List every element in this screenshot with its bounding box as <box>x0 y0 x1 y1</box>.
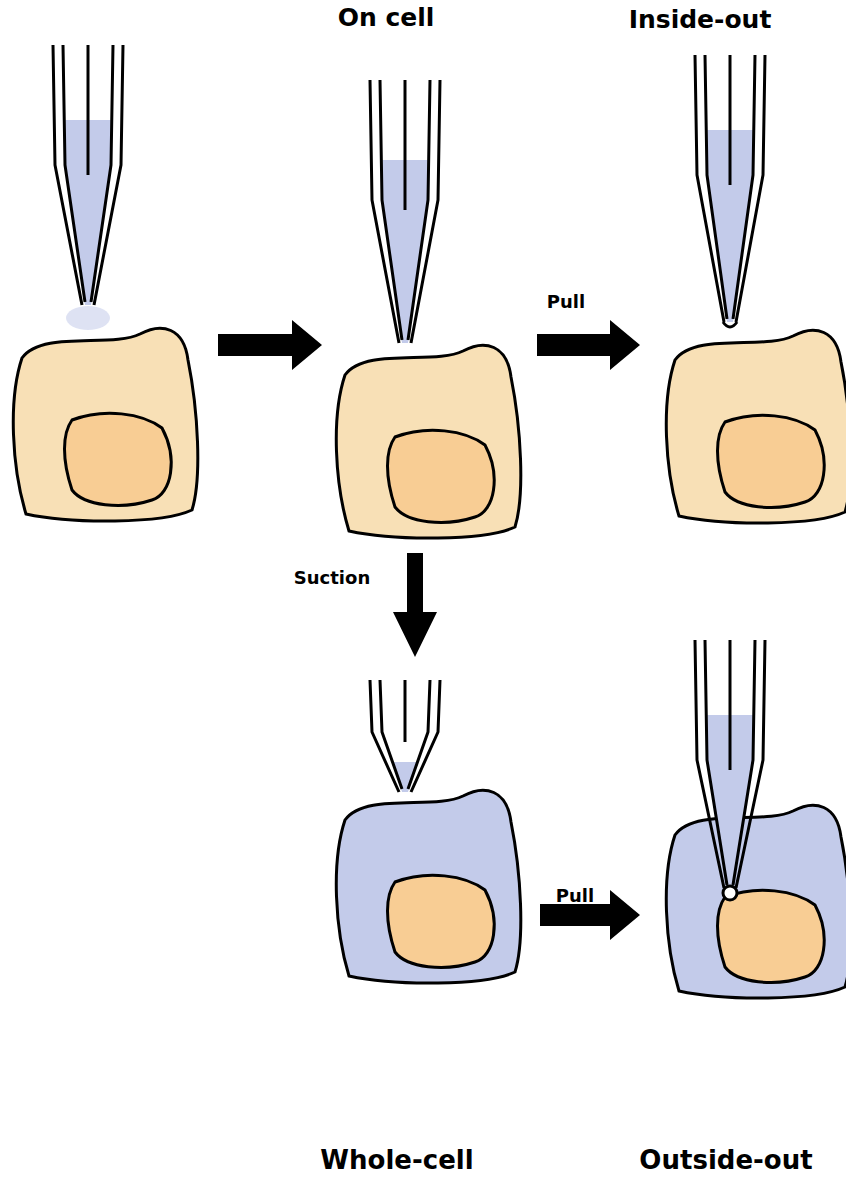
cell <box>666 330 846 523</box>
membrane-vesicle <box>723 886 737 900</box>
pipette-wall <box>695 640 724 888</box>
pipette-wall <box>408 80 430 340</box>
pipette-wall <box>91 45 113 302</box>
nucleus <box>388 430 495 522</box>
step-title: On cell <box>338 4 435 32</box>
nucleus <box>718 890 825 982</box>
membrane-patch <box>723 322 737 327</box>
pipette-wall <box>705 55 727 319</box>
electrode-wire <box>87 45 90 175</box>
electrode-wire <box>729 640 732 770</box>
step-arrow <box>537 320 640 370</box>
pipette-wall <box>733 55 755 319</box>
step-title: Whole-cell <box>320 1146 473 1175</box>
pipette-outflow <box>66 306 110 330</box>
nucleus <box>65 413 172 505</box>
action-label: Suction <box>294 568 370 588</box>
action-label: Pull <box>556 886 594 906</box>
electrode-wire <box>729 55 732 185</box>
step-title: Inside-out <box>629 6 772 34</box>
step-arrow <box>218 320 322 370</box>
cell-membrane <box>336 790 521 983</box>
cell <box>666 805 846 998</box>
cell-membrane <box>13 328 198 521</box>
electrode-wire <box>404 80 407 210</box>
action-label: Pull <box>547 292 585 312</box>
pipette-wall <box>63 45 85 302</box>
cell-membrane <box>666 330 846 523</box>
cell-membrane <box>336 345 521 538</box>
cell-membrane <box>666 805 846 998</box>
nucleus <box>388 875 495 967</box>
pipette-wall <box>380 80 402 340</box>
pipette-wall <box>733 640 755 885</box>
pipette-wall <box>408 680 430 789</box>
step-title: Outside-out <box>639 1146 812 1175</box>
nucleus <box>718 415 825 507</box>
pipette-wall <box>705 640 727 885</box>
step-arrow <box>393 553 437 657</box>
cell <box>336 345 521 538</box>
cell <box>13 328 198 521</box>
pipette-wall <box>736 640 765 888</box>
electrode-wire <box>404 680 407 742</box>
cell <box>336 790 521 983</box>
pipette-wall <box>380 680 402 789</box>
